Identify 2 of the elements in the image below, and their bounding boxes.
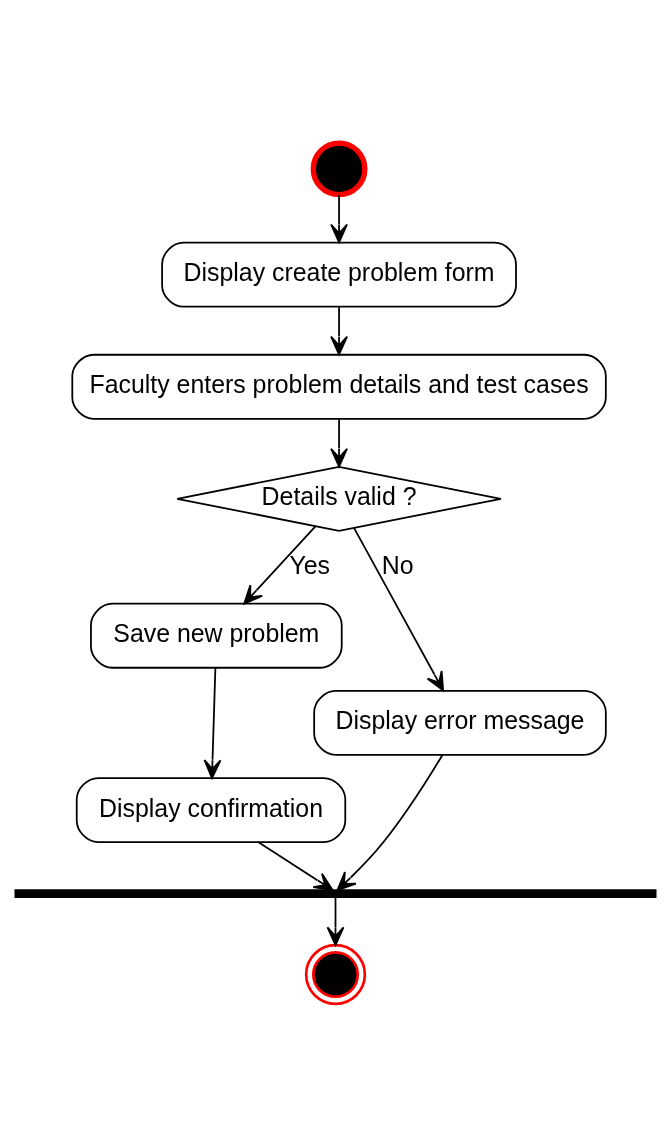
edge-label: Yes: [289, 550, 331, 579]
edge-label: No: [381, 550, 414, 579]
